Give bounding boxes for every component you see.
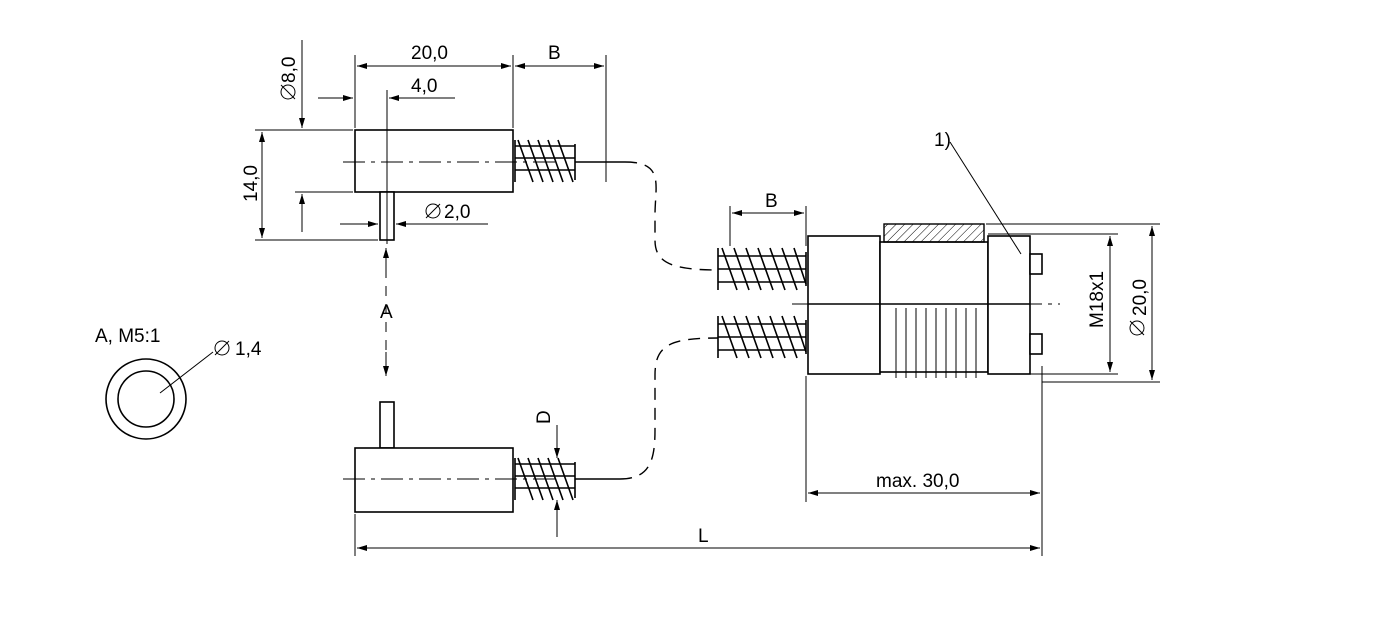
- dim-14-label: 14,0: [241, 165, 262, 202]
- dim-max-30-label: max. 30,0: [876, 471, 959, 492]
- connector: [717, 223, 1060, 378]
- connector-body: [807, 235, 881, 375]
- detail-a: [105, 351, 214, 440]
- dim-l-label: L: [698, 526, 709, 547]
- dim-thread-label: M18x1: [1087, 271, 1108, 328]
- connector-nut: [879, 241, 989, 373]
- bottom-cable-spring: [514, 457, 620, 501]
- top-dimensions: [255, 40, 607, 241]
- top-sensor-head: [343, 90, 560, 244]
- bottom-sensor-head: [343, 401, 560, 513]
- dim-dia-1-4-label: 1,4: [235, 339, 262, 360]
- dim-b-top-label: B: [548, 43, 561, 64]
- top-sensor-body: [354, 129, 514, 193]
- dim-width-20-label: 20,0: [411, 43, 448, 64]
- detail-a-outer-ring: [105, 358, 187, 440]
- connector-dimensions: [354, 141, 1160, 556]
- bottom-sensor-pin: [379, 401, 395, 449]
- note-1-label: 1): [934, 130, 951, 151]
- bottom-sensor-body: [354, 447, 514, 513]
- top-cable-spring: [514, 139, 625, 183]
- detail-a-bore: [117, 370, 175, 428]
- label-a: A: [380, 302, 393, 323]
- dim-dia-2-label: 2,0: [444, 202, 470, 223]
- dim-dia-20-label: 20,0: [1130, 279, 1151, 316]
- diameter-symbols: [214, 84, 1145, 356]
- dim-b-connector-label: B: [765, 191, 778, 212]
- dim-4-label: 4,0: [411, 76, 437, 97]
- detail-a-title: A, M5:1: [95, 326, 160, 347]
- dim-dia-8-label: 8,0: [279, 57, 300, 83]
- connector-front: [987, 235, 1031, 375]
- dashed-cables: [619, 161, 719, 480]
- dim-d-label: D: [534, 410, 555, 424]
